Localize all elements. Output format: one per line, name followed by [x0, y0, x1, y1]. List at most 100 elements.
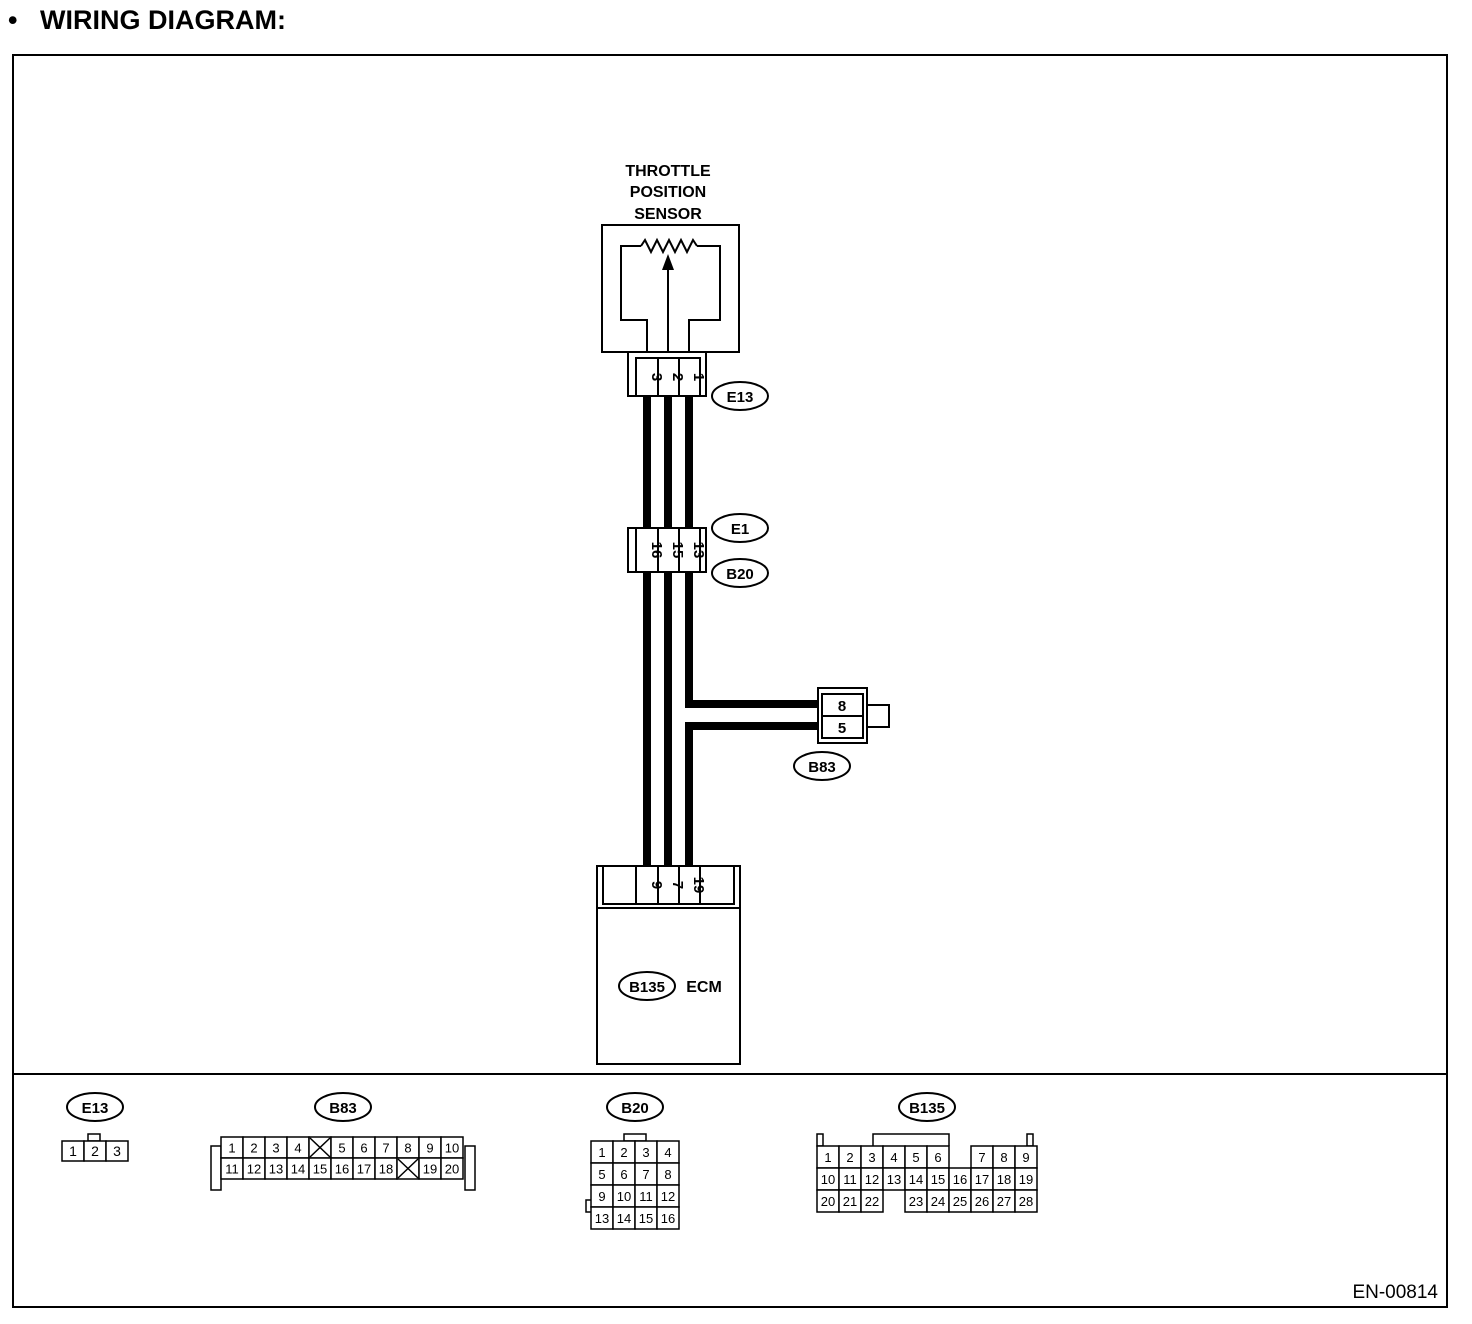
b83-cell	[440, 1157, 464, 1180]
b20-pin-label: 3	[642, 1145, 649, 1160]
b83-tab	[866, 704, 890, 728]
wire-to-b83-pin5	[685, 722, 822, 866]
connector-b83: 8 5 B83	[793, 687, 890, 781]
connector-e13: 3 2 1 E13	[627, 351, 769, 411]
b20-pin-label: 10	[617, 1189, 631, 1204]
b83-pin-label: 15	[313, 1162, 327, 1177]
b83-blank-mark	[309, 1137, 331, 1158]
b83-pin-label: 14	[291, 1162, 305, 1177]
heading-bullet: •	[8, 5, 18, 35]
b135-pin-label: 2	[846, 1150, 853, 1165]
e13-pin: 2	[669, 373, 686, 381]
b135-pin-label: 7	[978, 1150, 985, 1165]
b135-pin-label: 26	[975, 1194, 989, 1209]
ecm-label: ECM	[686, 979, 722, 996]
ecm-pin: 19	[690, 877, 707, 894]
view-e13-badge-label: E13	[82, 1100, 109, 1117]
e13-pin-label: 2	[91, 1143, 99, 1159]
ecm-connector-header	[602, 865, 735, 905]
b83-pin-label: 6	[360, 1141, 367, 1156]
ecm-pin: 9	[648, 881, 665, 889]
b20-pin-label: 11	[639, 1189, 653, 1204]
sensor-internal-wire-left	[620, 245, 648, 352]
b135-pin-label: 15	[931, 1172, 945, 1187]
b135-pin-label: 20	[821, 1194, 835, 1209]
b83-blank-mark	[397, 1158, 419, 1179]
b135-pin-label: 24	[931, 1194, 945, 1209]
b83-pin: 8	[838, 698, 846, 715]
view-b20-badge	[606, 1092, 664, 1122]
b135-pin-label: 10	[821, 1172, 835, 1187]
b135-cell	[860, 1189, 884, 1213]
ecm-pin: 7	[669, 881, 686, 889]
b20-cell	[656, 1206, 680, 1230]
wire-harness	[643, 396, 822, 866]
b135-pin-label: 4	[890, 1150, 897, 1165]
wire-to-b83-pin8	[685, 572, 822, 708]
ecm-unit: 9 7 19 B135 ECM	[596, 865, 741, 1065]
view-b135-badge	[898, 1092, 956, 1122]
view-b135-badge-label: B135	[909, 1100, 945, 1117]
b20-pin-label: 14	[617, 1211, 631, 1226]
page-heading: •WIRING DIAGRAM:	[8, 0, 286, 40]
b20-pin-label: 13	[595, 1211, 609, 1226]
b20-pin-label: 15	[639, 1211, 653, 1226]
b83-pin-label: 2	[250, 1141, 257, 1156]
b20-pin-label: 5	[598, 1167, 605, 1182]
b20-pin-label: 6	[620, 1167, 627, 1182]
view-e13-badge	[66, 1092, 124, 1122]
b135-pin-label: 27	[997, 1194, 1011, 1209]
b20-pin-label: 4	[664, 1145, 671, 1160]
b20-pin-label: 7	[642, 1167, 649, 1182]
b83-pin-label: 4	[294, 1141, 301, 1156]
b20-badge-label: B20	[726, 566, 754, 583]
b83-pin-label: 9	[426, 1141, 433, 1156]
e13-pin-label: 3	[113, 1143, 121, 1159]
b83-badge	[793, 751, 851, 781]
b135-pin-label: 18	[997, 1172, 1011, 1187]
b135-pin-label: 12	[865, 1172, 879, 1187]
e13-pin: 3	[648, 373, 665, 381]
e13-badge-label: E13	[727, 389, 754, 406]
b20-pin-label: 1	[598, 1145, 605, 1160]
e13-badge	[711, 381, 769, 411]
b83-pin-label: 7	[382, 1141, 389, 1156]
b135-badge	[618, 971, 676, 1001]
b135-pin-label: 5	[912, 1150, 919, 1165]
view-b83-badge-label: B83	[329, 1100, 357, 1117]
sensor-label-line-2: POSITION	[630, 184, 706, 201]
b135-pin-label: 1	[824, 1150, 831, 1165]
e13-pin: 1	[690, 373, 707, 381]
b135-pin-label: 25	[953, 1194, 967, 1209]
b83-pin-label: 11	[225, 1162, 239, 1177]
b20-badge	[711, 558, 769, 588]
b83-pin-label: 17	[357, 1162, 371, 1177]
b83-pin-label: 5	[338, 1141, 345, 1156]
b135-pin-label: 14	[909, 1172, 923, 1187]
b135-pin-label: 9	[1022, 1150, 1029, 1165]
e13-pin-block	[635, 357, 701, 397]
b20-pin-label: 16	[661, 1211, 675, 1226]
b135-pin-label: 17	[975, 1172, 989, 1187]
b20-pin-label: 8	[664, 1167, 671, 1182]
b135-pin-label: 23	[909, 1194, 923, 1209]
b83-pin-label: 16	[335, 1162, 349, 1177]
connector-e1-b20: 16 15 13 E1 B20	[627, 513, 769, 588]
e1-b20-pin: 15	[669, 542, 686, 559]
e13-cell	[105, 1140, 129, 1162]
b83-pin-label: 12	[247, 1162, 261, 1177]
b20-pin-label: 9	[598, 1189, 605, 1204]
b83-badge-label: B83	[808, 759, 836, 776]
b135-cell	[1014, 1189, 1038, 1213]
e1-badge	[711, 513, 769, 543]
b135-pin-label: 13	[887, 1172, 901, 1187]
